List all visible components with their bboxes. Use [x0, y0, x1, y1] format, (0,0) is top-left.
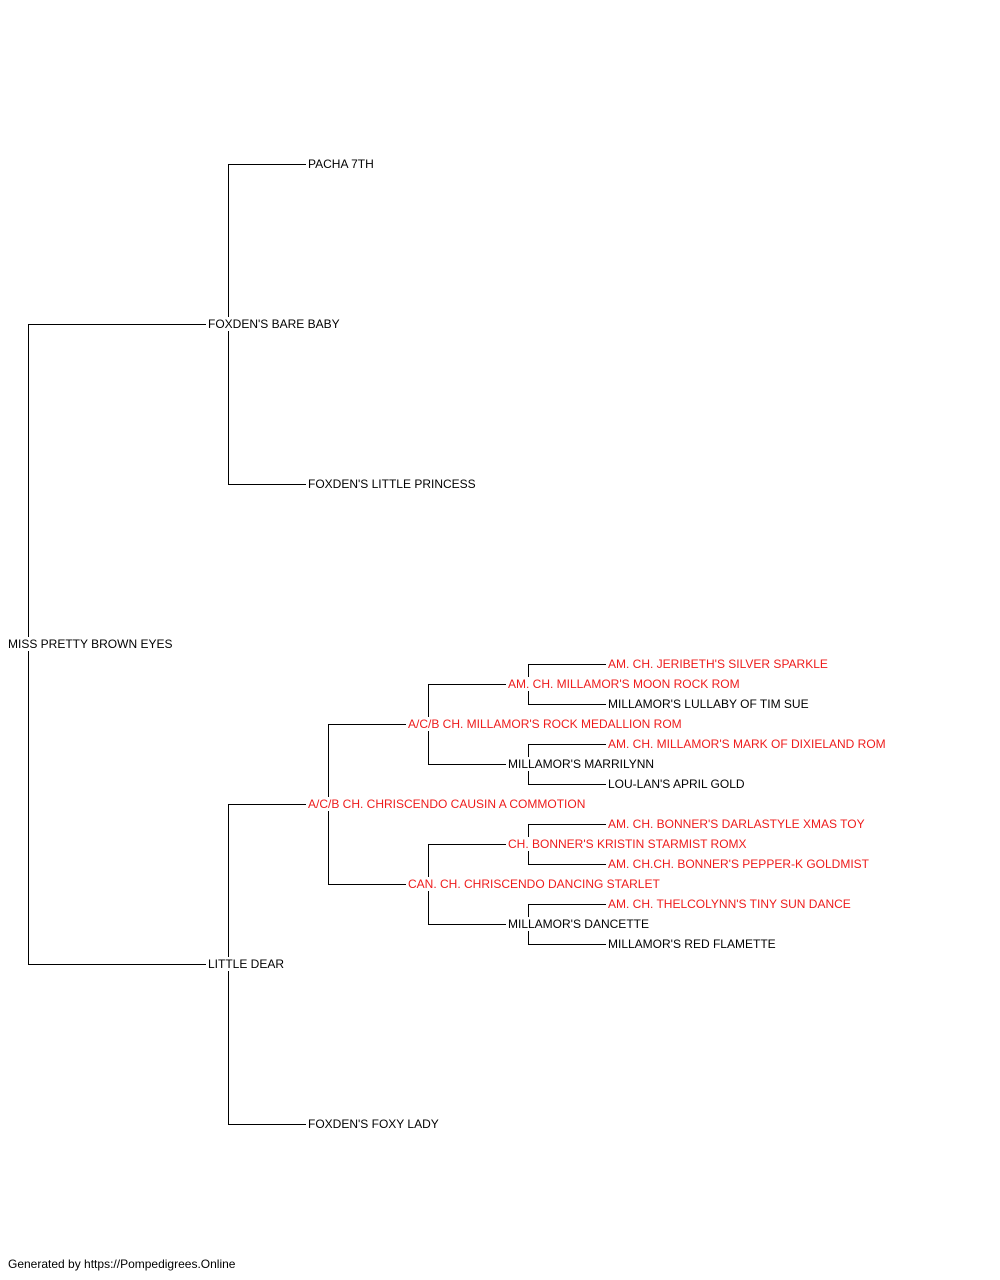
sire-dam-name: FOXDEN'S LITTLE PRINCESS — [308, 477, 477, 491]
connector-line — [28, 324, 206, 645]
dam-sire-dam-name: CAN. CH. CHRISCENDO DANCING STARLET — [408, 877, 661, 891]
ancestor-dsddd-name: MILLAMOR'S RED FLAMETTE — [608, 937, 777, 951]
connector-line — [528, 844, 606, 865]
connector-line — [228, 164, 306, 325]
connector-line — [228, 964, 306, 1125]
connector-line — [528, 924, 606, 945]
connector-line — [328, 724, 406, 805]
connector-line — [328, 804, 406, 885]
dam-sire-name: A/C/B CH. CHRISCENDO CAUSIN A COMMOTION — [308, 797, 587, 811]
dam-sire-sire-name: A/C/B CH. MILLAMOR'S ROCK MEDALLION ROM — [408, 717, 683, 731]
connector-line — [528, 764, 606, 785]
connector-line — [28, 644, 206, 965]
connector-line — [428, 724, 506, 765]
sire-sire-name: PACHA 7TH — [308, 157, 375, 171]
ancestor-dsssd-name: MILLAMOR'S LULLABY OF TIM SUE — [608, 697, 810, 711]
connector-line — [528, 684, 606, 705]
connector-line — [428, 684, 506, 725]
ancestor-dsdds-name: AM. CH. THELCOLYNN'S TINY SUN DANCE — [608, 897, 852, 911]
ancestor-dssds-name: AM. CH. MILLAMOR'S MARK OF DIXIELAND ROM — [608, 737, 887, 751]
dam-dam-name: FOXDEN'S FOXY LADY — [308, 1117, 440, 1131]
footer-credit: Generated by https://Pompedigrees.Online — [8, 1257, 236, 1271]
connector-line — [428, 884, 506, 925]
sire-name: FOXDEN'S BARE BABY — [208, 317, 341, 331]
ancestor-dsss-name: AM. CH. MILLAMOR'S MOON ROCK ROM — [508, 677, 741, 691]
ancestor-dssd-name: MILLAMOR'S MARRILYNN — [508, 757, 656, 771]
ancestor-dssss-name: AM. CH. JERIBETH'S SILVER SPARKLE — [608, 657, 829, 671]
connector-line — [228, 324, 306, 485]
subject-name: MISS PRETTY BROWN EYES — [8, 637, 174, 651]
dam-name: LITTLE DEAR — [208, 957, 286, 971]
ancestor-dsds-name: CH. BONNER'S KRISTIN STARMIST ROMX — [508, 837, 748, 851]
connector-line — [228, 804, 306, 965]
connector-line — [428, 844, 506, 885]
ancestor-dsdss-name: AM. CH. BONNER'S DARLASTYLE XMAS TOY — [608, 817, 866, 831]
ancestor-dssdd-name: LOU-LAN'S APRIL GOLD — [608, 777, 746, 791]
ancestor-dsdsd-name: AM. CH.CH. BONNER'S PEPPER-K GOLDMIST — [608, 857, 870, 871]
ancestor-dsdd-name: MILLAMOR'S DANCETTE — [508, 917, 650, 931]
